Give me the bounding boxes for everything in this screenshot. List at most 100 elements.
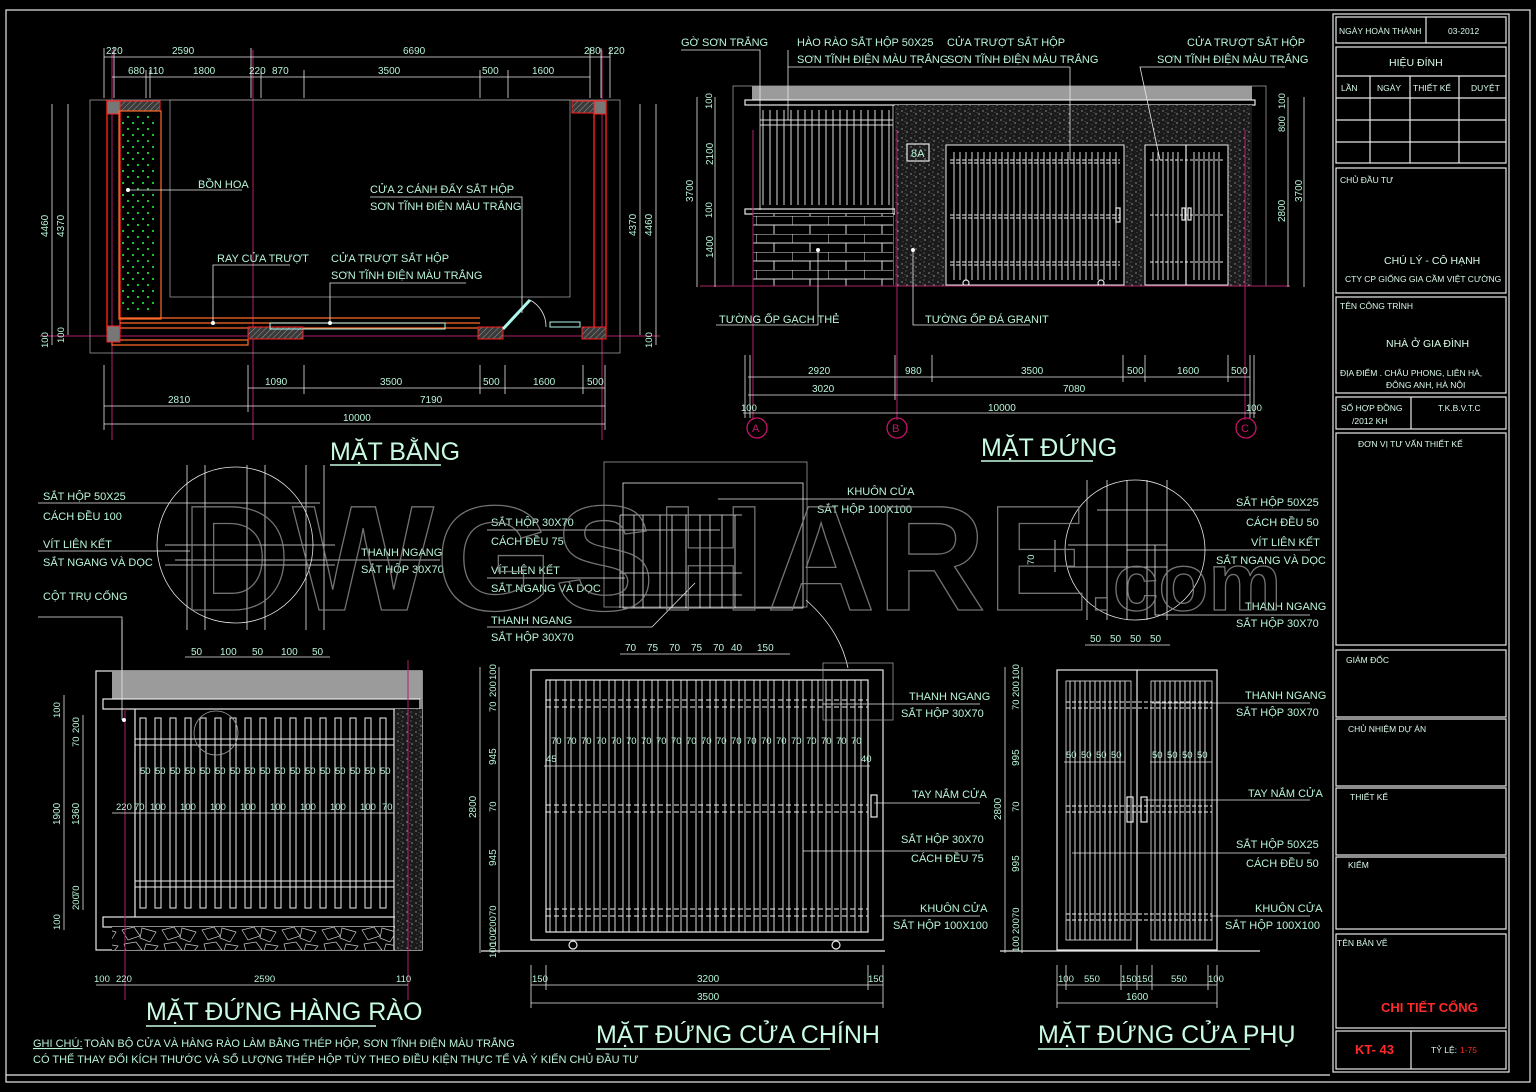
svg-text:SẮT HỘP 100X100: SẮT HỘP 100X100 bbox=[893, 919, 988, 932]
svg-text:100: 100 bbox=[1277, 93, 1288, 109]
svg-text:50: 50 bbox=[380, 766, 391, 777]
svg-text:70: 70 bbox=[791, 736, 802, 747]
svg-text:50: 50 bbox=[260, 766, 271, 777]
svg-text:SƠN TĨNH ĐIỆN MÀU TRẮNG: SƠN TĨNH ĐIỆN MÀU TRẮNG bbox=[1157, 53, 1308, 66]
svg-text:70: 70 bbox=[134, 802, 145, 813]
svg-text:2920: 2920 bbox=[808, 366, 831, 377]
svg-text:50: 50 bbox=[365, 766, 376, 777]
svg-text:2800: 2800 bbox=[993, 797, 1004, 820]
svg-text:100: 100 bbox=[488, 942, 499, 958]
svg-text:ĐƠN VỊ TƯ VẤN THIẾT KẾ: ĐƠN VỊ TƯ VẤN THIẾT KẾ bbox=[1358, 439, 1463, 449]
svg-text:.com: .com bbox=[1090, 537, 1281, 628]
svg-text:SẮT NGANG VÀ DỌC: SẮT NGANG VÀ DỌC bbox=[491, 582, 601, 595]
svg-text:CÁCH ĐỀU 50: CÁCH ĐỀU 50 bbox=[1246, 516, 1319, 529]
svg-text:CÁCH ĐỀU 75: CÁCH ĐỀU 75 bbox=[911, 852, 984, 865]
svg-text:70: 70 bbox=[71, 885, 82, 896]
svg-text:DWGSHARE: DWGSHARE bbox=[182, 474, 1090, 642]
svg-text:NGÀY: NGÀY bbox=[1377, 83, 1401, 93]
fence-bars bbox=[760, 110, 893, 205]
svg-text:THANH NGANG: THANH NGANG bbox=[491, 615, 572, 627]
svg-text:100: 100 bbox=[330, 802, 346, 813]
svg-text:100: 100 bbox=[1011, 664, 1022, 680]
svg-text:500: 500 bbox=[1127, 366, 1144, 377]
svg-text:50: 50 bbox=[191, 647, 203, 658]
svg-text:SẮT HỘP 30X70: SẮT HỘP 30X70 bbox=[1236, 706, 1319, 719]
svg-text:550: 550 bbox=[1171, 974, 1187, 985]
svg-text:SẮT HỘP 30X70: SẮT HỘP 30X70 bbox=[361, 563, 444, 576]
svg-text:70: 70 bbox=[488, 905, 499, 916]
svg-text:VÍT LIÊN KẾT: VÍT LIÊN KẾT bbox=[43, 538, 112, 551]
svg-text:03-2012: 03-2012 bbox=[1448, 26, 1479, 36]
svg-text:75: 75 bbox=[691, 643, 703, 654]
svg-text:100: 100 bbox=[488, 664, 499, 680]
svg-text:TAY NẮM CỬA: TAY NẮM CỬA bbox=[912, 788, 987, 801]
main-gate-bar-dims: 70 70 70 70 70 70 70 70 70 70 70 70 70 7… bbox=[546, 736, 872, 765]
svg-text:THANH NGANG: THANH NGANG bbox=[1245, 690, 1326, 702]
svg-text:GIÁM ĐỐC: GIÁM ĐỐC bbox=[1346, 654, 1389, 665]
svg-text:THANH NGANG: THANH NGANG bbox=[1245, 601, 1326, 613]
svg-text:SẮT HỘP 100X100: SẮT HỘP 100X100 bbox=[817, 503, 912, 516]
svg-text:3020: 3020 bbox=[812, 384, 835, 395]
svg-text:70: 70 bbox=[716, 736, 727, 747]
svg-text:100: 100 bbox=[1208, 974, 1224, 985]
svg-text:200: 200 bbox=[1011, 918, 1022, 934]
svg-text:70: 70 bbox=[488, 701, 499, 712]
svg-text:70: 70 bbox=[806, 736, 817, 747]
svg-text:TÊN CÔNG TRÌNH: TÊN CÔNG TRÌNH bbox=[1340, 301, 1413, 311]
svg-text:C: C bbox=[1241, 423, 1249, 435]
svg-text:CÁCH ĐỀU 75: CÁCH ĐỀU 75 bbox=[491, 535, 564, 548]
svg-text:70: 70 bbox=[551, 736, 562, 747]
svg-text:50: 50 bbox=[140, 766, 151, 777]
svg-text:70: 70 bbox=[71, 736, 82, 747]
svg-text:1-75: 1-75 bbox=[1460, 1045, 1477, 1055]
svg-text:200: 200 bbox=[71, 894, 82, 910]
svg-text:70: 70 bbox=[701, 736, 712, 747]
svg-text:1600: 1600 bbox=[1177, 366, 1200, 377]
svg-text:SẮT HỘP 50X25: SẮT HỘP 50X25 bbox=[1236, 838, 1319, 851]
svg-text:1400: 1400 bbox=[705, 235, 716, 258]
svg-text:70: 70 bbox=[641, 736, 652, 747]
svg-text:100: 100 bbox=[52, 914, 63, 930]
svg-text:50: 50 bbox=[305, 766, 316, 777]
svg-text:50: 50 bbox=[252, 647, 264, 658]
svg-text:50: 50 bbox=[185, 766, 196, 777]
svg-text:50: 50 bbox=[1130, 634, 1142, 645]
svg-text:4460: 4460 bbox=[644, 213, 655, 236]
main-gate-elevation: THANH NGANG SẮT HỘP 30X70 TAY NẮM CỬA SẮ… bbox=[468, 662, 990, 1050]
svg-text:220: 220 bbox=[249, 66, 266, 77]
svg-text:50: 50 bbox=[245, 766, 256, 777]
detail-main-gate-callout: SẮT HỘP 30X70 CÁCH ĐỀU 75 VÍT LIÊN KẾT S… bbox=[487, 461, 915, 669]
watermark: DWGSHARE .com bbox=[181, 473, 1282, 642]
svg-text:3200: 3200 bbox=[697, 974, 720, 985]
svg-text:500: 500 bbox=[482, 66, 499, 77]
svg-text:200: 200 bbox=[488, 916, 499, 932]
elevation-title: MẶT ĐỨNG bbox=[981, 433, 1117, 462]
svg-text:50: 50 bbox=[335, 766, 346, 777]
svg-text:4370: 4370 bbox=[628, 213, 639, 236]
svg-text:CỬA TRƯỢT SẮT HỘP: CỬA TRƯỢT SẮT HỘP bbox=[1187, 36, 1305, 49]
drawing-name: CHI TIẾT CỔNG bbox=[1381, 1000, 1478, 1015]
svg-text:70: 70 bbox=[1011, 907, 1022, 918]
svg-text:CHỦ ĐẦU TƯ: CHỦ ĐẦU TƯ bbox=[1340, 174, 1393, 185]
svg-text:200: 200 bbox=[1011, 681, 1022, 697]
side-gate-bar-dims: 50 50 50 50 50 50 50 50 bbox=[1066, 750, 1208, 761]
svg-text:100: 100 bbox=[94, 974, 110, 985]
svg-text:TÊN BẢN VẼ: TÊN BẢN VẼ bbox=[1337, 937, 1388, 948]
svg-text:GHI CHÚ:: GHI CHÚ: bbox=[33, 1037, 83, 1050]
svg-text:3500: 3500 bbox=[380, 377, 403, 388]
svg-text:CHỦ NHIỆM DỰ ÁN: CHỦ NHIỆM DỰ ÁN bbox=[1348, 723, 1426, 734]
svg-text:SẮT HỘP 30X70: SẮT HỘP 30X70 bbox=[491, 631, 574, 644]
svg-text:CỬA TRƯỢT SẮT HỘP: CỬA TRƯỢT SẮT HỘP bbox=[947, 36, 1065, 49]
svg-text:680: 680 bbox=[128, 66, 145, 77]
svg-text:SẮT HỘP 30X70: SẮT HỘP 30X70 bbox=[1236, 617, 1319, 630]
svg-text:980: 980 bbox=[905, 366, 922, 377]
svg-text:50: 50 bbox=[312, 647, 324, 658]
svg-text:150: 150 bbox=[868, 974, 884, 985]
svg-text:KHUÔN CỬA: KHUÔN CỬA bbox=[1255, 902, 1323, 915]
svg-text:50: 50 bbox=[1090, 634, 1102, 645]
svg-text:50: 50 bbox=[1081, 750, 1092, 761]
svg-text:7080: 7080 bbox=[1063, 384, 1086, 395]
svg-text:CÓ THỂ THAY ĐỔI KÍCH THƯỚC VÀ: CÓ THỂ THAY ĐỔI KÍCH THƯỚC VÀ SỐ LƯỢNG T… bbox=[33, 1052, 639, 1066]
svg-text:100: 100 bbox=[240, 802, 256, 813]
svg-text:50: 50 bbox=[1197, 750, 1208, 761]
